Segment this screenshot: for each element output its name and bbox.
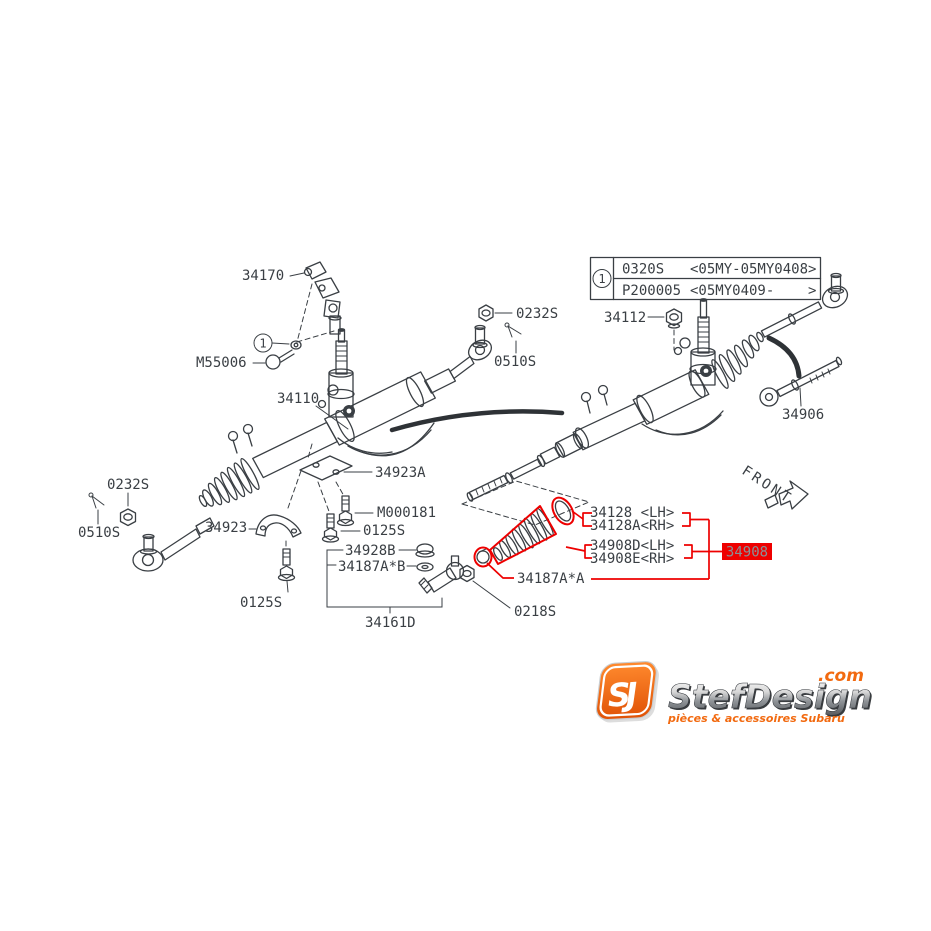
- part-label-34923a: 34923A: [375, 465, 426, 481]
- washer-b-icon: [416, 562, 434, 572]
- cap-nut-icon: [416, 543, 434, 555]
- part-label-34928b: 34928B: [345, 543, 396, 559]
- part-label-34170: 34170: [242, 268, 284, 284]
- callout-0125s-mid: 0125S: [321, 513, 405, 543]
- logo-tld: .com: [818, 666, 864, 686]
- steering-column-joint: [296, 261, 342, 343]
- part-label-34128-lh: 34128 <LH>: [590, 505, 674, 521]
- part-label-34908e-rh: 34908E<RH>: [590, 551, 674, 567]
- ref-marker-circle: [592, 269, 612, 288]
- callout-34170: 34170: [242, 268, 305, 284]
- boot-band-icon: [554, 500, 572, 522]
- rack-boot-left-view: [198, 457, 260, 508]
- front-arrow-icon: [778, 480, 809, 510]
- part-label-m000181: M000181: [377, 505, 436, 521]
- part-label-0510s-left: 0510S: [78, 525, 120, 541]
- rack-clamp-icon: [255, 514, 302, 538]
- castle-nut-icon: [478, 304, 494, 322]
- ref-marker: 1: [598, 272, 605, 286]
- callout-34906: 34906: [759, 356, 843, 423]
- mount-bracket-icon: [299, 455, 353, 481]
- callout-0232s-top: 0232S: [478, 304, 558, 322]
- applicability-table: 1 0320S <05MY-05MY0408> P200005 <05MY040…: [589, 256, 822, 301]
- table-range-row1: <05MY-05MY0408>: [690, 262, 816, 278]
- ref-marker-diagram: 1: [259, 337, 266, 351]
- part-label-34161d: 34161D: [365, 615, 416, 631]
- callout-34923: 34923: [205, 467, 303, 550]
- part-label-0510s-top: 0510S: [494, 354, 536, 370]
- logo-badge: [595, 660, 657, 721]
- part-label-34128a-rh: 34128A<RH>: [590, 518, 674, 534]
- part-label-34908d-lh: 34908D<LH>: [590, 538, 674, 554]
- steering-rack-assembly-left: [132, 324, 493, 572]
- part-label-0232s-top: 0232S: [516, 306, 558, 322]
- motion-swoosh-right: [766, 335, 802, 379]
- motion-swoosh-left: [389, 409, 565, 433]
- part-label-0232s-left: 0232S: [107, 477, 149, 493]
- part-label-34187ab: 34187A*B: [338, 559, 405, 575]
- steering-rack-assembly-right: [466, 272, 849, 502]
- callout-m000181: M000181: [336, 495, 436, 527]
- part-label-0125s-mid: 0125S: [363, 523, 405, 539]
- callout-34110: 34110: [277, 391, 349, 430]
- washer-icon: [290, 340, 302, 350]
- part-label-m55006: M55006: [196, 355, 247, 371]
- screw-icon: [265, 354, 281, 370]
- part-label-34187aa: 34187A*A: [517, 571, 585, 587]
- bolt-icon-mid: [326, 513, 335, 529]
- cotter-pin-icon: [504, 322, 510, 328]
- callout-ref-1: 1: [253, 333, 302, 353]
- part-label-34112: 34112: [604, 310, 646, 326]
- nut-icon-0218s: [459, 564, 475, 583]
- logo-name-shadow: StefDesign: [670, 679, 874, 718]
- callout-0510s-top: 0510S: [494, 322, 536, 370]
- callout-0218s: 0218S: [459, 564, 556, 620]
- front-label: FRONT: [739, 463, 796, 508]
- callout-0125s-lower: 0125S: [240, 548, 296, 611]
- boot-highlight-outline: [489, 505, 557, 565]
- callout-0232s-left: 0232S: [107, 477, 149, 527]
- callout-m55006: M55006: [196, 349, 295, 371]
- cotter-pin-icon-left: [88, 492, 94, 498]
- stefdesign-logo[interactable]: SJ StefDesign StefDesign .com pièces & a…: [592, 660, 874, 725]
- lock-nut-icon: [665, 308, 683, 327]
- rack-boot-right-view: [711, 331, 764, 389]
- highlighted-boot-kit: [473, 496, 575, 568]
- selected-part-highlight[interactable]: 34908: [722, 543, 772, 561]
- callout-34923a: 34923A: [299, 443, 426, 515]
- part-label-0218s: 0218S: [514, 604, 556, 620]
- boot-kit-callouts: 34128 <LH> 34128A<RH> 34908D<LH> 34908E<…: [486, 505, 772, 587]
- table-part-code-row2: P200005: [622, 283, 681, 299]
- boot-clamp-icon: [476, 550, 490, 564]
- part-label-0125s-lower: 0125S: [240, 595, 282, 611]
- front-indicator: FRONT: [739, 463, 809, 510]
- callout-34112: 34112: [604, 308, 683, 351]
- nut-icon-left: [119, 508, 137, 527]
- logo-tagline: pièces & accessoires Subaru: [667, 712, 845, 725]
- part-label-34906: 34906: [782, 407, 824, 423]
- part-label-34908-highlighted[interactable]: 34908: [726, 545, 768, 561]
- tie-rod-end-group: 34928B 34187A*B 34161D: [326, 543, 465, 631]
- inner-tie-rod-icon: [759, 387, 779, 407]
- table-range-row2: <05MY0409- >: [690, 283, 816, 299]
- logo-name: StefDesign: [668, 677, 872, 716]
- table-part-code-row1: 0320S: [622, 262, 664, 278]
- part-label-34110: 34110: [277, 391, 319, 407]
- part-label-34923: 34923: [205, 520, 247, 536]
- boot-locator-outline: [460, 480, 591, 526]
- callout-0510s-left: 0510S: [78, 492, 120, 541]
